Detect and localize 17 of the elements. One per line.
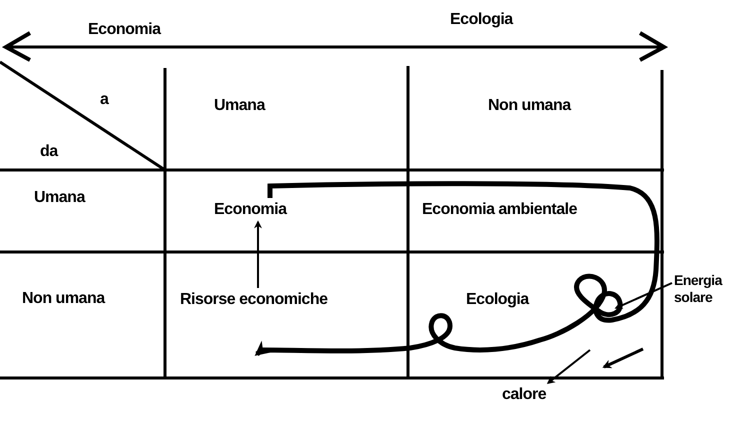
cell-label: Non umana (22, 289, 105, 309)
cell-label: Ecologia (450, 10, 513, 30)
node-text: Energia solare (672, 272, 737, 306)
node-text: Economia ambientale (420, 198, 579, 222)
node-text: Ecologia (464, 288, 531, 312)
node-text: Risorse economiche (178, 288, 330, 354)
cell-label: Non umana (488, 96, 571, 116)
arrow (546, 349, 591, 384)
arrow (614, 282, 672, 310)
node-text: calore (500, 383, 548, 407)
cell-label: da (40, 142, 58, 162)
cell-label: a (100, 90, 108, 110)
node-text: Economia (212, 198, 288, 222)
cell-label: Economia (88, 20, 160, 40)
cell-label: Umana (34, 188, 85, 208)
cell-label: Umana (214, 96, 265, 116)
arrow (254, 220, 262, 288)
